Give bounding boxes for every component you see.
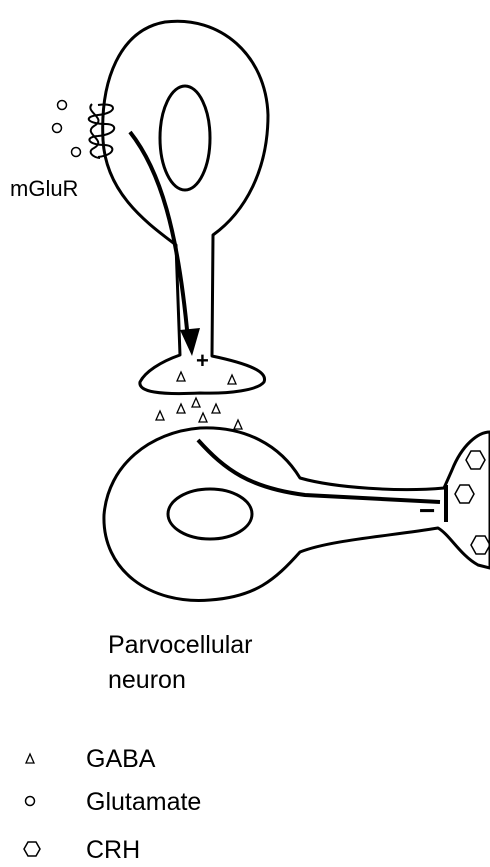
upper-nucleus: [160, 86, 210, 190]
legend-label-glutamate: Glutamate: [86, 788, 201, 816]
gaba-molecule: [156, 411, 164, 420]
legend-circle-icon: [26, 797, 35, 806]
inhibitory-sign: −: [419, 495, 435, 526]
legend: GABA Glutamate CRH: [24, 745, 201, 864]
gaba-molecule: [234, 420, 242, 429]
legend-label-gaba: GABA: [86, 745, 156, 773]
lower-nucleus: [168, 489, 252, 539]
gaba-molecule: [192, 398, 200, 407]
cell-label-line2: neuron: [108, 666, 186, 694]
glutamate-molecule: [72, 148, 81, 157]
gaba-molecule: [212, 404, 220, 413]
legend-triangle-icon: [26, 754, 34, 763]
glutamate-molecule: [58, 101, 67, 110]
mglur-receptor-coil-inner: [90, 104, 100, 158]
cell-label-line1: Parvocellular: [108, 631, 253, 659]
glutamate-molecule: [53, 124, 62, 133]
gaba-molecule: [177, 404, 185, 413]
crh-molecule: [466, 451, 485, 469]
crh-molecule: [471, 536, 490, 554]
legend-hexagon-icon: [24, 842, 40, 856]
gaba-molecule: [177, 372, 185, 381]
excitatory-sign: +: [196, 348, 209, 373]
gaba-molecule: [199, 413, 207, 422]
legend-label-crh: CRH: [86, 836, 140, 864]
crh-molecule: [455, 485, 474, 503]
gaba-molecule: [228, 375, 236, 384]
mglur-label: mGluR: [10, 176, 78, 201]
